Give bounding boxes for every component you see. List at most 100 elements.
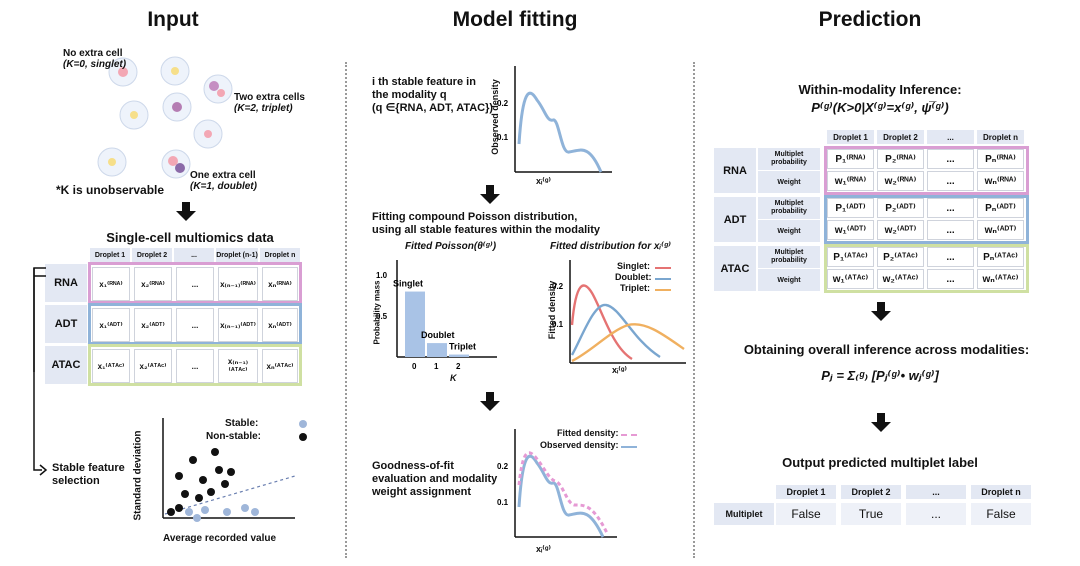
legend-triplet: Triplet: xyxy=(620,283,651,293)
prediction-prob-atac-3: ... xyxy=(927,247,974,267)
input-grid: Droplet 1 Droplet 2 ... Droplet (n-1) Dr… xyxy=(40,248,305,388)
output-value-ellipsis: ... xyxy=(906,503,966,525)
non-stable-point xyxy=(227,468,235,476)
goodness-of-fit-plot: 0.2 0.1 xyxy=(497,429,617,538)
pmf-xtick: 1 xyxy=(434,362,439,371)
input-header-droplet-2: Droplet 2 xyxy=(132,248,172,262)
input-cell-atac-2: x₂⁽ᴬᵀᴬᶜ⁾ xyxy=(134,349,172,383)
prediction-prob-rna-4: Pₙ⁽ᴿᴺᴬ⁾ xyxy=(977,149,1024,169)
rna-band xyxy=(88,262,302,304)
no-extra-cell-label: No extra cell xyxy=(63,48,123,59)
stable-scatter-plot xyxy=(162,418,296,522)
prediction-prob-rna-3: ... xyxy=(927,149,974,169)
pmf-xlabel: K xyxy=(450,373,457,383)
svg-text:0.1: 0.1 xyxy=(497,498,509,507)
prediction-row-label-atac: ATAC xyxy=(714,246,756,291)
non-stable-point xyxy=(199,476,207,484)
prediction-header-4: Droplet n xyxy=(977,130,1024,144)
output-header-droplet-2: Droplet 2 xyxy=(841,485,901,499)
gof-line-1: Goodness-of-fit xyxy=(372,460,454,472)
pmf-ylabel: Probability mass xyxy=(372,280,382,345)
adt-band xyxy=(824,195,1029,244)
legend-triplet-line xyxy=(655,289,671,291)
fitted-density-plot: 0.2 0.1 xyxy=(552,260,686,364)
prediction-weight-adt-4: wₙ⁽ᴬᴰᵀ⁾ xyxy=(977,220,1024,240)
atac-band xyxy=(88,344,302,386)
input-row-label-atac: ATAC xyxy=(45,346,87,384)
input-row-label-rna: RNA xyxy=(45,264,87,302)
prediction-prob-atac-4: Pₙ⁽ᴬᵀᴬᶜ⁾ xyxy=(977,247,1024,267)
output-table: Droplet 1 Droplet 2 ... Droplet n Multip… xyxy=(714,485,1044,530)
input-cell-rna-5: xₙ⁽ᴿᴺᴬ⁾ xyxy=(262,267,298,301)
one-extra-cell-label: One extra cell xyxy=(190,170,256,181)
output-title: Output predicted multiplet label xyxy=(782,455,978,470)
input-cell-adt-1: x₁⁽ᴬᴰᵀ⁾ xyxy=(92,308,130,342)
legend-observed-density: Observed density: xyxy=(540,440,619,450)
adt-band xyxy=(88,303,302,345)
non-stable-point xyxy=(175,472,183,480)
output-header-droplet-1: Droplet 1 xyxy=(776,485,836,499)
prediction-weight-rna-3: ... xyxy=(927,171,974,191)
feature-line-2: the modality q xyxy=(372,89,447,101)
output-value-droplet-1: False xyxy=(776,503,836,525)
rna-band xyxy=(824,146,1029,195)
output-value-droplet-2: True xyxy=(841,503,901,525)
stable-feature-description: i th stable feature in the modality q (q… xyxy=(372,76,493,115)
within-modality-title: Within-modality Inference: xyxy=(798,82,962,97)
section-title-model-fitting: Model fitting xyxy=(452,8,578,31)
legend-nonstable-label: Non-stable: xyxy=(206,431,261,442)
pmf-xtick: 2 xyxy=(456,362,461,371)
pmf-bar-1 xyxy=(427,343,447,357)
pmf-xtick: 0 xyxy=(412,362,417,371)
legend-stable-marker xyxy=(299,420,307,428)
non-stable-point xyxy=(189,456,197,464)
svg-text:0.1: 0.1 xyxy=(497,133,509,142)
prediction-weight-atac-4: wₙ⁽ᴬᵀᴬᶜ⁾ xyxy=(977,269,1024,289)
section-title-input: Input xyxy=(147,8,199,31)
observed-density-ylabel: Observed density xyxy=(490,79,500,155)
gof-line-3: weight assignment xyxy=(372,486,472,498)
no-extra-cell-k: (K=0, singlet) xyxy=(63,59,127,70)
input-cell-adt-4: x₍ₙ₋₁₎⁽ᴬᴰᵀ⁾ xyxy=(218,308,258,342)
two-extra-cells-k: (K=2, triplet) xyxy=(234,103,293,114)
prediction-prob-atac-2: P₂⁽ᴬᵀᴬᶜ⁾ xyxy=(877,247,924,267)
section-title-prediction: Prediction xyxy=(818,8,922,31)
prediction-prob-adt-2: P₂⁽ᴬᴰᵀ⁾ xyxy=(877,198,924,218)
droplet-cells-illustration xyxy=(97,56,233,179)
prediction-weight-rna-2: w₂⁽ᴿᴺᴬ⁾ xyxy=(877,171,924,191)
scatter-xlabel: Average recorded value xyxy=(163,533,277,544)
atac-band xyxy=(824,244,1029,293)
non-stable-point xyxy=(181,490,189,498)
overall-inference-formula: Pⱼ = Σ₍ᵍ₎ [Pⱼ⁽ᵍ⁾• wⱼ⁽ᵍ⁾] xyxy=(821,368,939,383)
stable-point xyxy=(201,506,209,514)
overall-inference-title: Obtaining overall inference across modal… xyxy=(743,342,1030,357)
prediction-sublabel-weight: Weight xyxy=(758,269,820,291)
non-stable-point xyxy=(175,504,183,512)
gof-line-2: evaluation and modality xyxy=(372,473,498,485)
input-cell-atac-3: ... xyxy=(176,349,214,383)
prediction-prob-rna-1: P₁⁽ᴿᴺᴬ⁾ xyxy=(827,149,874,169)
fitted-distribution-title: Fitted distribution for xᵢ⁽ᵍ⁾ xyxy=(550,241,672,252)
prediction-header-2: Droplet 2 xyxy=(877,130,924,144)
observed-density-plot: 0.2 0.1 xyxy=(497,66,612,173)
unobservable-note: *K is unobservable xyxy=(56,183,165,197)
fitting-line-1: Fitting compound Poisson distribution, xyxy=(372,211,578,223)
pmf-bar-label: Triplet xyxy=(449,342,476,352)
non-stable-point xyxy=(167,508,175,516)
prediction-weight-adt-1: w₁⁽ᴬᴰᵀ⁾ xyxy=(827,220,874,240)
output-row-label: Multiplet xyxy=(714,503,774,525)
prediction-weight-atac-3: ... xyxy=(927,269,974,289)
prediction-weight-adt-3: ... xyxy=(927,220,974,240)
within-modality-formula: P⁽ᵍ⁾(K>0|X⁽ᵍ⁾=x⁽ᵍ⁾, ψ̅⁽ᵍ⁾) xyxy=(811,100,949,115)
prediction-header-1: Droplet 1 xyxy=(827,130,874,144)
prediction-sublabel-probability: Multiplet probability xyxy=(758,148,820,170)
prediction-prob-rna-2: P₂⁽ᴿᴺᴬ⁾ xyxy=(877,149,924,169)
stable-point xyxy=(251,508,259,516)
legend-fitted-density: Fitted density: xyxy=(557,428,619,438)
stable-point xyxy=(241,504,249,512)
pmf-bar-label: Singlet xyxy=(393,279,423,289)
prediction-prob-adt-1: P₁⁽ᴬᴰᵀ⁾ xyxy=(827,198,874,218)
prediction-weight-atac-1: w₁⁽ᴬᵀᴬᶜ⁾ xyxy=(827,269,874,289)
fitting-line-2: using all stable features within the mod… xyxy=(372,224,600,236)
prediction-weight-rna-1: w₁⁽ᴿᴺᴬ⁾ xyxy=(827,171,874,191)
